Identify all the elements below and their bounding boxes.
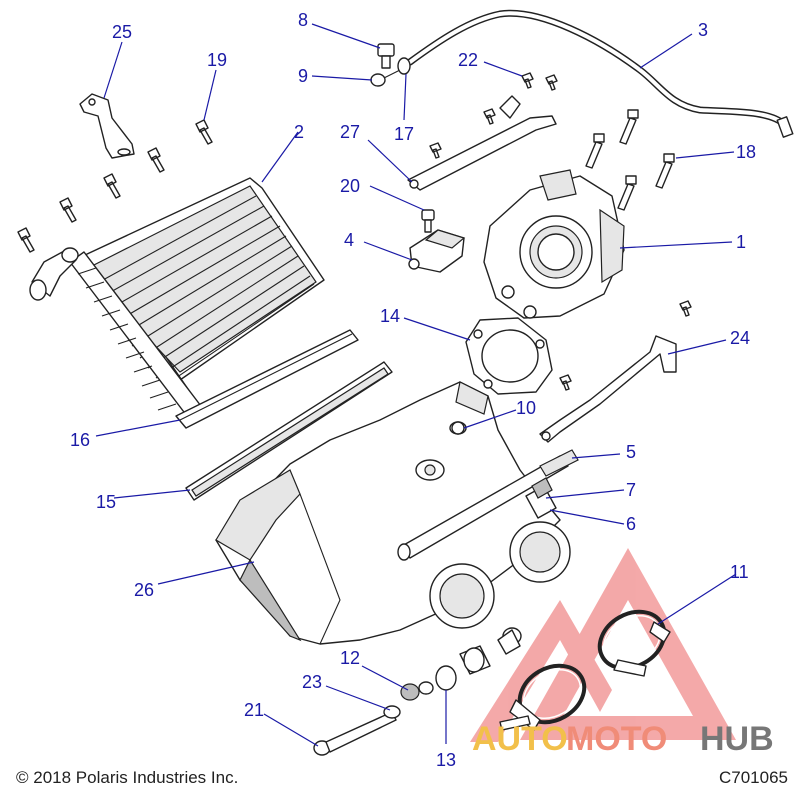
part-clamp-17: [397, 57, 411, 75]
callout-14: 14: [380, 306, 400, 326]
part-clamp-11: [499, 609, 671, 731]
callout-3: 3: [698, 20, 708, 40]
part-clip-7: [531, 477, 553, 499]
part-bracket-27: [407, 95, 557, 191]
callout-5: 5: [626, 442, 636, 462]
callout-1: 1: [736, 232, 746, 252]
callout-19: 19: [207, 50, 227, 70]
part-screw-20: [421, 209, 435, 233]
part-seal-16: [175, 329, 359, 429]
callout-11: 11: [730, 562, 749, 582]
callout-12: 12: [340, 648, 360, 668]
watermark-auto: AUTO: [472, 720, 568, 758]
part-sensor-4: [408, 229, 466, 273]
part-fitting-9: [370, 69, 401, 87]
callout-17: 17: [394, 124, 414, 144]
callout-9: 9: [298, 66, 308, 86]
callout-10: 10: [516, 398, 536, 418]
part-throttle-body-1: [483, 169, 625, 319]
part-gasket-15: [185, 361, 393, 501]
callout-26: 26: [134, 580, 154, 600]
callout-2: 2: [294, 122, 304, 142]
screws-22: [429, 72, 692, 391]
callout-24: 24: [730, 328, 750, 348]
part-washer-23: [383, 705, 401, 719]
callout-15: 15: [96, 492, 116, 512]
part-bolt-8: [377, 43, 395, 69]
drawing-code: C701065: [718, 768, 788, 787]
leader-lines: [95, 23, 737, 747]
callout-23: 23: [302, 672, 322, 692]
part-intake-manifold-26: [215, 381, 571, 645]
part-bracket-24: [539, 335, 677, 443]
part-sensor-10: [451, 421, 465, 435]
watermark-hub: HUB: [700, 720, 774, 758]
screw-group: [17, 119, 213, 253]
callout-8: 8: [298, 10, 308, 30]
copyright-notice: © 2018 Polaris Industries Inc.: [16, 768, 239, 787]
callout-13: 13: [436, 750, 456, 770]
part-spacer-13: [435, 627, 522, 691]
callout-6: 6: [626, 514, 636, 534]
callout-22: 22: [458, 50, 478, 70]
part-gasket-14: [465, 317, 553, 395]
watermark-text: AUTO MOTO HUB: [472, 720, 774, 758]
callout-4: 4: [344, 230, 354, 250]
part-bracket-25: [79, 93, 135, 159]
callout-16: 16: [70, 430, 90, 450]
callout-27: 27: [340, 122, 360, 142]
part-hose-3: [406, 9, 794, 138]
part-intercooler-2: [29, 177, 325, 421]
callout-21: 21: [244, 700, 264, 720]
callout-18: 18: [736, 142, 756, 162]
part-fuel-rail-5: [397, 449, 579, 561]
bolts-18: [585, 109, 675, 211]
part-bolt-21: [313, 711, 397, 756]
callout-7: 7: [626, 480, 636, 500]
callout-labels: 25 19 8 9 17 22 3 27 20 4 18 1 2 14 24 1…: [70, 10, 756, 770]
watermark-moto: MOTO: [566, 720, 667, 758]
part-grommet-12: [400, 681, 434, 701]
callout-20: 20: [340, 176, 360, 196]
callout-25: 25: [112, 22, 132, 42]
